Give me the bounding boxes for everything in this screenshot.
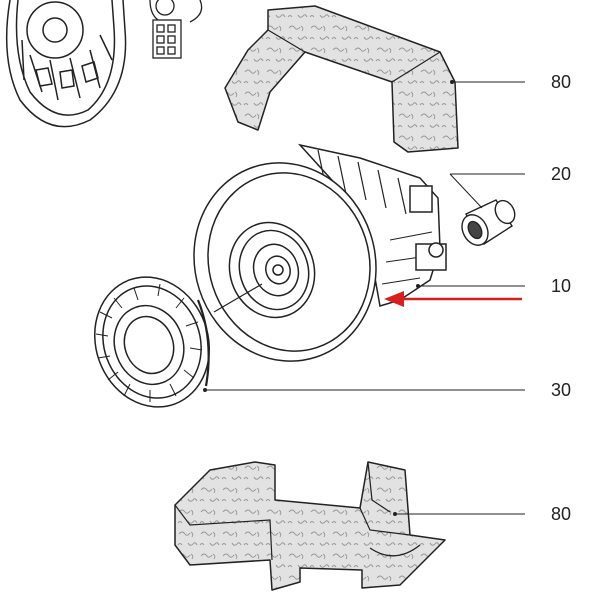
filter-top-foam (224, 5, 459, 153)
red-pointer-arrow (384, 291, 522, 307)
callout-label-20: 20 (551, 164, 572, 184)
callout-label-80-top: 80 (551, 72, 572, 92)
leader-lines (205, 81, 525, 515)
motor-gasket-ring (93, 276, 211, 408)
wire-connector (149, 0, 203, 59)
filter-bottom-foam (174, 461, 446, 591)
leader-line-20-diag (449, 173, 483, 209)
callout-label-30: 30 (551, 380, 572, 400)
leader-dots (203, 80, 454, 516)
callout-label-80-bottom: 80 (551, 504, 572, 524)
motor-bushing (461, 199, 516, 246)
callout-label-10: 10 (551, 276, 572, 296)
vacuum-motor (193, 143, 447, 362)
housing-wheel-partial (5, 0, 127, 128)
